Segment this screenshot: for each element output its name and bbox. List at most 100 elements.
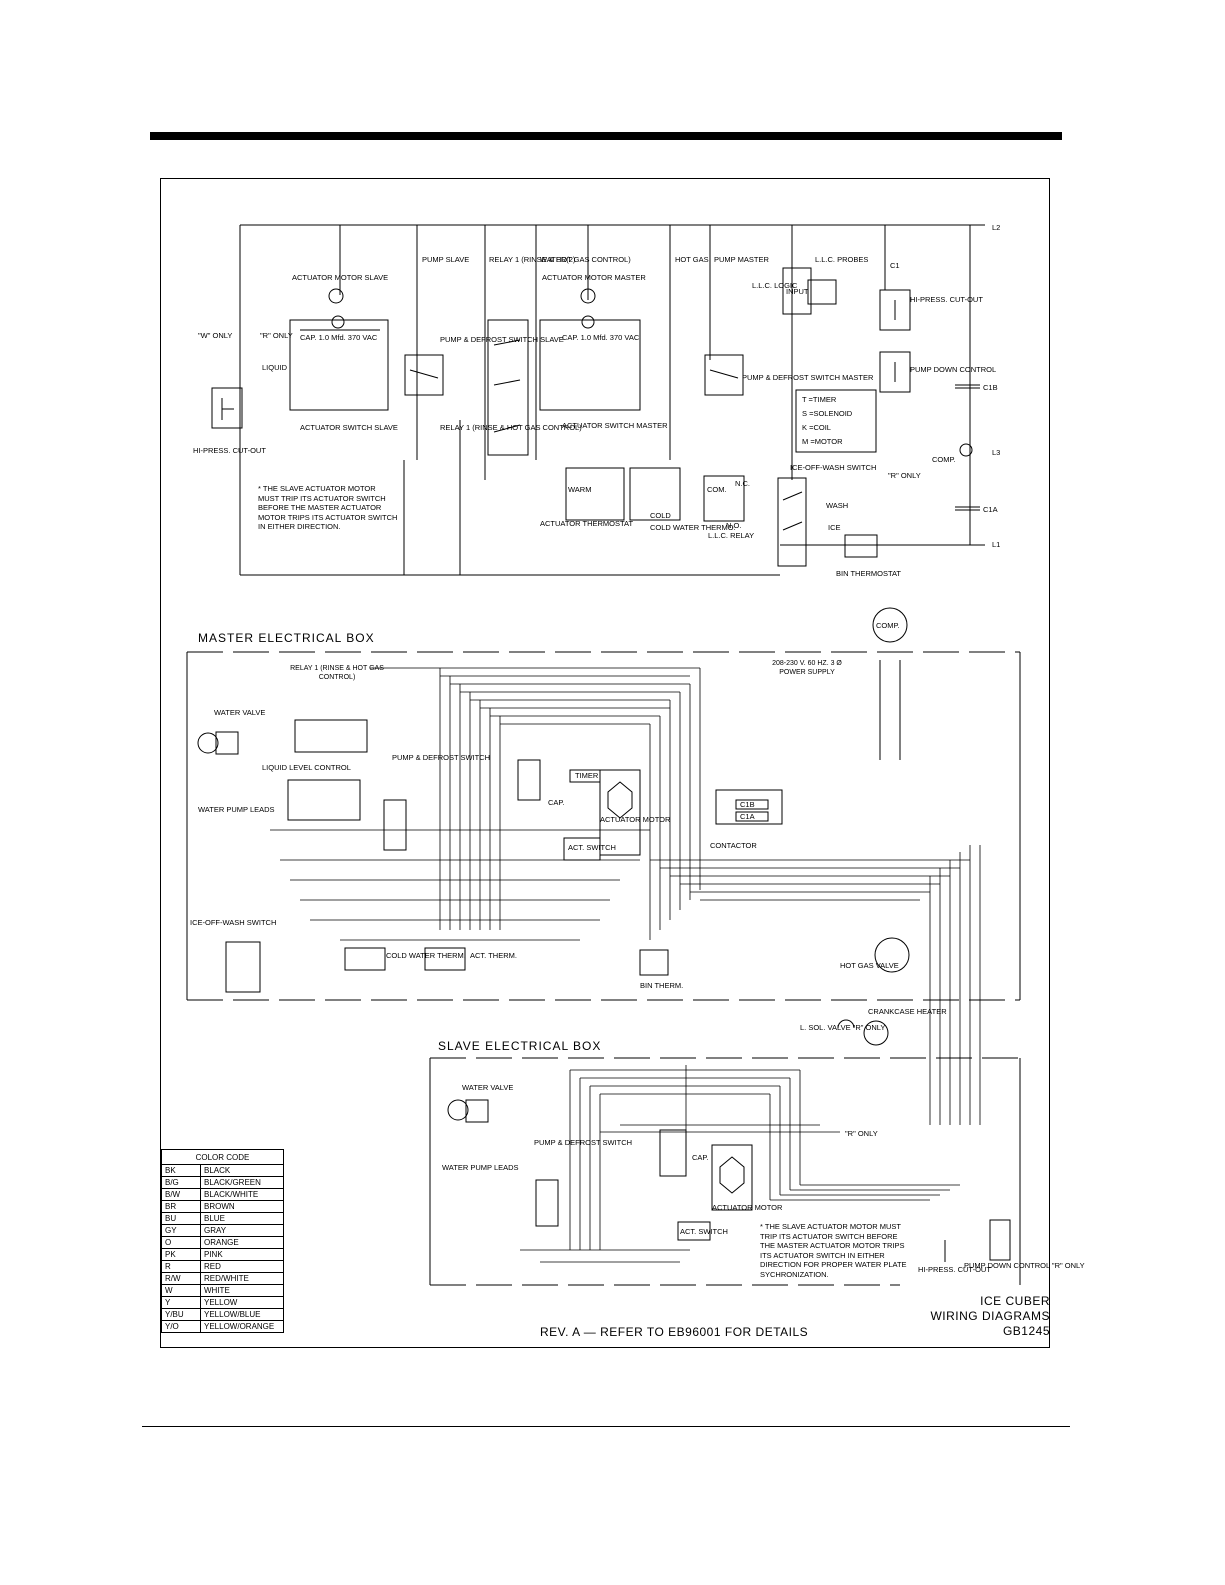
master-water-pump-leads-label: WATER PUMP LEADS (198, 805, 275, 814)
color-code-name: YELLOW (200, 1296, 284, 1309)
slave-pump-defrost-label: PUMP & DEFROST SWITCH (534, 1138, 632, 1147)
slave-water-pump-leads-label: WATER PUMP LEADS (442, 1163, 519, 1172)
color-code-name: RED/WHITE (200, 1272, 284, 1285)
master-bin-therm-label: BIN THERM. (640, 981, 683, 990)
llc-relay-label: L.L.C. RELAY (708, 531, 754, 540)
revision-note: REV. A — REFER TO EB96001 FOR DETAILS (540, 1325, 809, 1339)
master-cold-water-therm-label: COLD WATER THERM. (386, 951, 466, 960)
master-ice-off-wash-label: ICE-OFF-WASH SWITCH (190, 918, 276, 927)
color-code-name: BROWN (200, 1200, 284, 1213)
schematic-note: * THE SLAVE ACTUATOR MOTOR MUST TRIP ITS… (258, 484, 398, 531)
color-code-abbrev: BR (161, 1200, 201, 1213)
cold-water-thermo-label: COLD WATER THERMO. (650, 523, 736, 532)
actuator-motor-slave-label: ACTUATOR MOTOR SLAVE (292, 273, 388, 282)
title-line-1: ICE CUBER (980, 1294, 1050, 1308)
cap-slave-label: CAP. 1.0 Mfd. 370 VAC (300, 333, 378, 342)
title-line-3: GB1245 (1002, 1324, 1050, 1338)
no-label: N.O. (726, 521, 741, 530)
bin-thermostat-label: BIN THERMOSTAT (836, 569, 901, 578)
nc-label: N.C. (735, 479, 750, 488)
color-code-abbrev: PK (161, 1248, 201, 1261)
color-code-abbrev: Y/O (161, 1320, 201, 1333)
color-code-abbrev: GY (161, 1224, 201, 1237)
master-llc-label: LIQUID LEVEL CONTROL (262, 763, 351, 772)
hi-press-left-label: HI-PRESS. CUT-OUT (193, 446, 266, 455)
master-box-title: MASTER ELECTRICAL BOX (198, 631, 375, 645)
relay1-b-label: RELAY 1 (RINSE & HOT GAS CONTROL) (440, 423, 582, 432)
slave-l-sol-valve-label: L. SOL. VALVE "R" ONLY (800, 1023, 885, 1032)
pump-down-label: PUMP DOWN CONTROL (910, 365, 996, 374)
title-block: ICE CUBER WIRING DIAGRAMS GB1245 (905, 1294, 1050, 1339)
color-code-abbrev: B/G (161, 1176, 201, 1189)
actuator-switch-master-label: ACTUATOR SWITCH MASTER (562, 421, 668, 430)
legend-timer: T =TIMER (802, 395, 837, 404)
w-only-label: "W" ONLY (198, 331, 232, 340)
warm-label: WARM (568, 485, 591, 494)
llc-logic-label: L.L.C. LOGIC (752, 281, 798, 290)
master-act-switch-label: ACT. SWITCH (568, 843, 616, 852)
header-rule (150, 132, 1062, 140)
master-c1b-label: C1B (740, 800, 755, 809)
com-label: COM. (707, 485, 727, 494)
pump-slave-label: PUMP SLAVE (422, 255, 469, 264)
color-code-abbrev: BU (161, 1212, 201, 1225)
liquid-label: LIQUID (262, 363, 288, 372)
master-act-therm-label: ACT. THERM. (470, 951, 517, 960)
power-supply-label: 208-230 V. 60 HZ. 3 Ø POWER SUPPLY (772, 660, 842, 676)
color-code-name: YELLOW/BLUE (200, 1308, 284, 1321)
pump-defrost-master-label: PUMP & DEFROST SWITCH MASTER (742, 373, 874, 382)
slave-cap-label: CAP. (692, 1153, 709, 1162)
color-code-abbrev: Y (161, 1296, 201, 1309)
master-c1a-label: C1A (740, 812, 755, 821)
color-code-abbrev: W (161, 1284, 201, 1297)
slave-r-only-label: "R" ONLY (845, 1129, 878, 1138)
color-code-name: BLACK/GREEN (200, 1176, 284, 1189)
legend-solenoid: S =SOLENOID (802, 409, 853, 418)
slave-crankcase-label: CRANKCASE HEATER (868, 1007, 947, 1016)
hot-gas-label: HOT GAS (675, 255, 709, 264)
cold-label: COLD (650, 511, 671, 520)
slave-water-valve-label: WATER VALVE (462, 1083, 513, 1092)
master-actuator-motor-label: ACTUATOR MOTOR (600, 815, 671, 824)
pump-defrost-slave-label: PUMP & DEFROST SWITCH SLAVE (440, 335, 564, 344)
color-code-name: BLUE (200, 1212, 284, 1225)
master-relay1-label: RELAY 1 (RINSE & HOT GAS CONTROL) (290, 665, 384, 681)
water2-label: WATER(2) (540, 255, 576, 264)
color-code-abbrev: O (161, 1236, 201, 1249)
legend-coil: K =COIL (802, 423, 831, 432)
actuator-motor-master-label: ACTUATOR MOTOR MASTER (542, 273, 646, 282)
color-code-name: BLACK (200, 1164, 284, 1177)
color-code-title: COLOR CODE (161, 1149, 284, 1165)
input-label: INPUT (786, 287, 809, 296)
color-code-name: ORANGE (200, 1236, 284, 1249)
color-code-name: BLACK/WHITE (200, 1188, 284, 1201)
master-pump-defrost-label: PUMP & DEFROST SWITCH (392, 753, 490, 762)
slave-act-switch-label: ACT. SWITCH (680, 1227, 728, 1236)
master-comp-label: COMP. (876, 621, 900, 630)
drawing-frame (160, 178, 1050, 1348)
color-code-name: RED (200, 1260, 284, 1273)
slave-pump-down-label: PUMP DOWN CONTROL "R" ONLY (964, 1261, 1085, 1270)
slave-note: * THE SLAVE ACTUATOR MOTOR MUST TRIP ITS… (760, 1222, 907, 1279)
relay1-label: RELAY 1 (RINSE & HOT GAS CONTROL) (489, 255, 631, 264)
master-timer-label: TIMER (575, 771, 599, 780)
color-code-abbrev: B/W (161, 1188, 201, 1201)
color-code-name: WHITE (200, 1284, 284, 1297)
master-cap-label: CAP. (548, 798, 565, 807)
title-line-2: WIRING DIAGRAMS (930, 1309, 1050, 1323)
l3-label: L3 (992, 448, 1000, 457)
hi-press-right-label: HI-PRESS. CUT-OUT (910, 295, 983, 304)
ice-off-wash-label: ICE-OFF-WASH SWITCH (790, 463, 876, 472)
